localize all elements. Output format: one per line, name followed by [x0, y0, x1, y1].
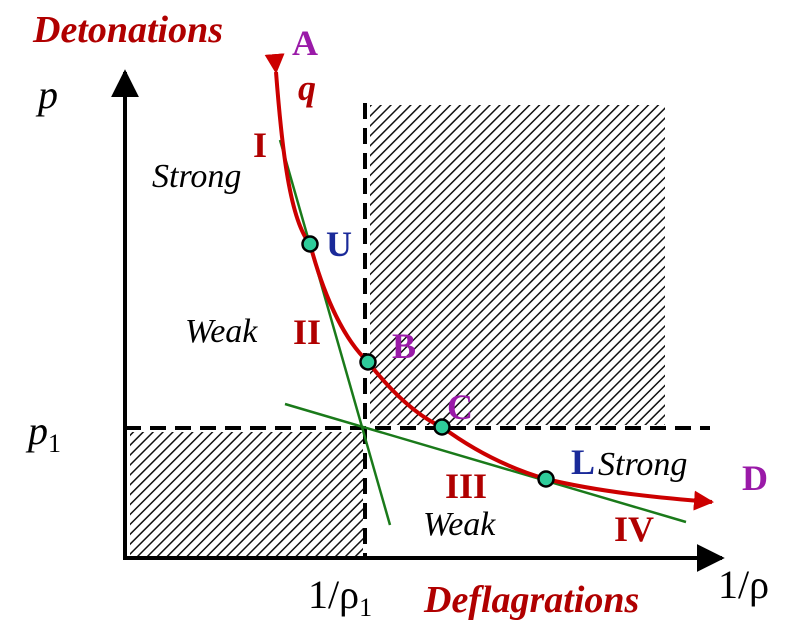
hatched-region-lower-left	[130, 432, 363, 557]
point-B-marker	[359, 353, 377, 371]
hatched-region-upper-right	[370, 105, 665, 425]
point-L-marker	[537, 470, 555, 488]
point-label-L: L	[571, 442, 595, 482]
region-label-I: I	[253, 125, 267, 165]
point-label-U: U	[326, 224, 352, 264]
p1-tick-label: p1	[25, 408, 61, 458]
point-label-B: B	[392, 326, 416, 366]
rho1-tick-label: 1/ρ1	[308, 572, 372, 622]
y-axis-label: p	[35, 72, 58, 117]
detonations-title: Detonations	[32, 9, 223, 51]
curve-label-q: q	[298, 68, 316, 108]
region-label-III: III	[445, 466, 487, 506]
strong-deflagration-label: Strong	[598, 446, 687, 483]
region-label-IV: IV	[614, 509, 654, 549]
point-C-marker	[433, 418, 451, 436]
weak-deflagration-label: Weak	[423, 506, 496, 543]
point-U-marker	[301, 235, 319, 253]
strong-detonation-label: Strong	[152, 158, 241, 195]
curve-label-D: D	[742, 458, 768, 498]
deflagrations-title: Deflagrations	[423, 579, 639, 621]
region-label-II: II	[293, 312, 321, 352]
point-label-C: C	[447, 387, 473, 427]
hugoniot-curve	[264, 53, 714, 511]
curve-label-A: A	[292, 23, 318, 63]
x-axis-label: 1/ρ	[718, 562, 769, 607]
weak-detonation-label: Weak	[185, 313, 258, 350]
